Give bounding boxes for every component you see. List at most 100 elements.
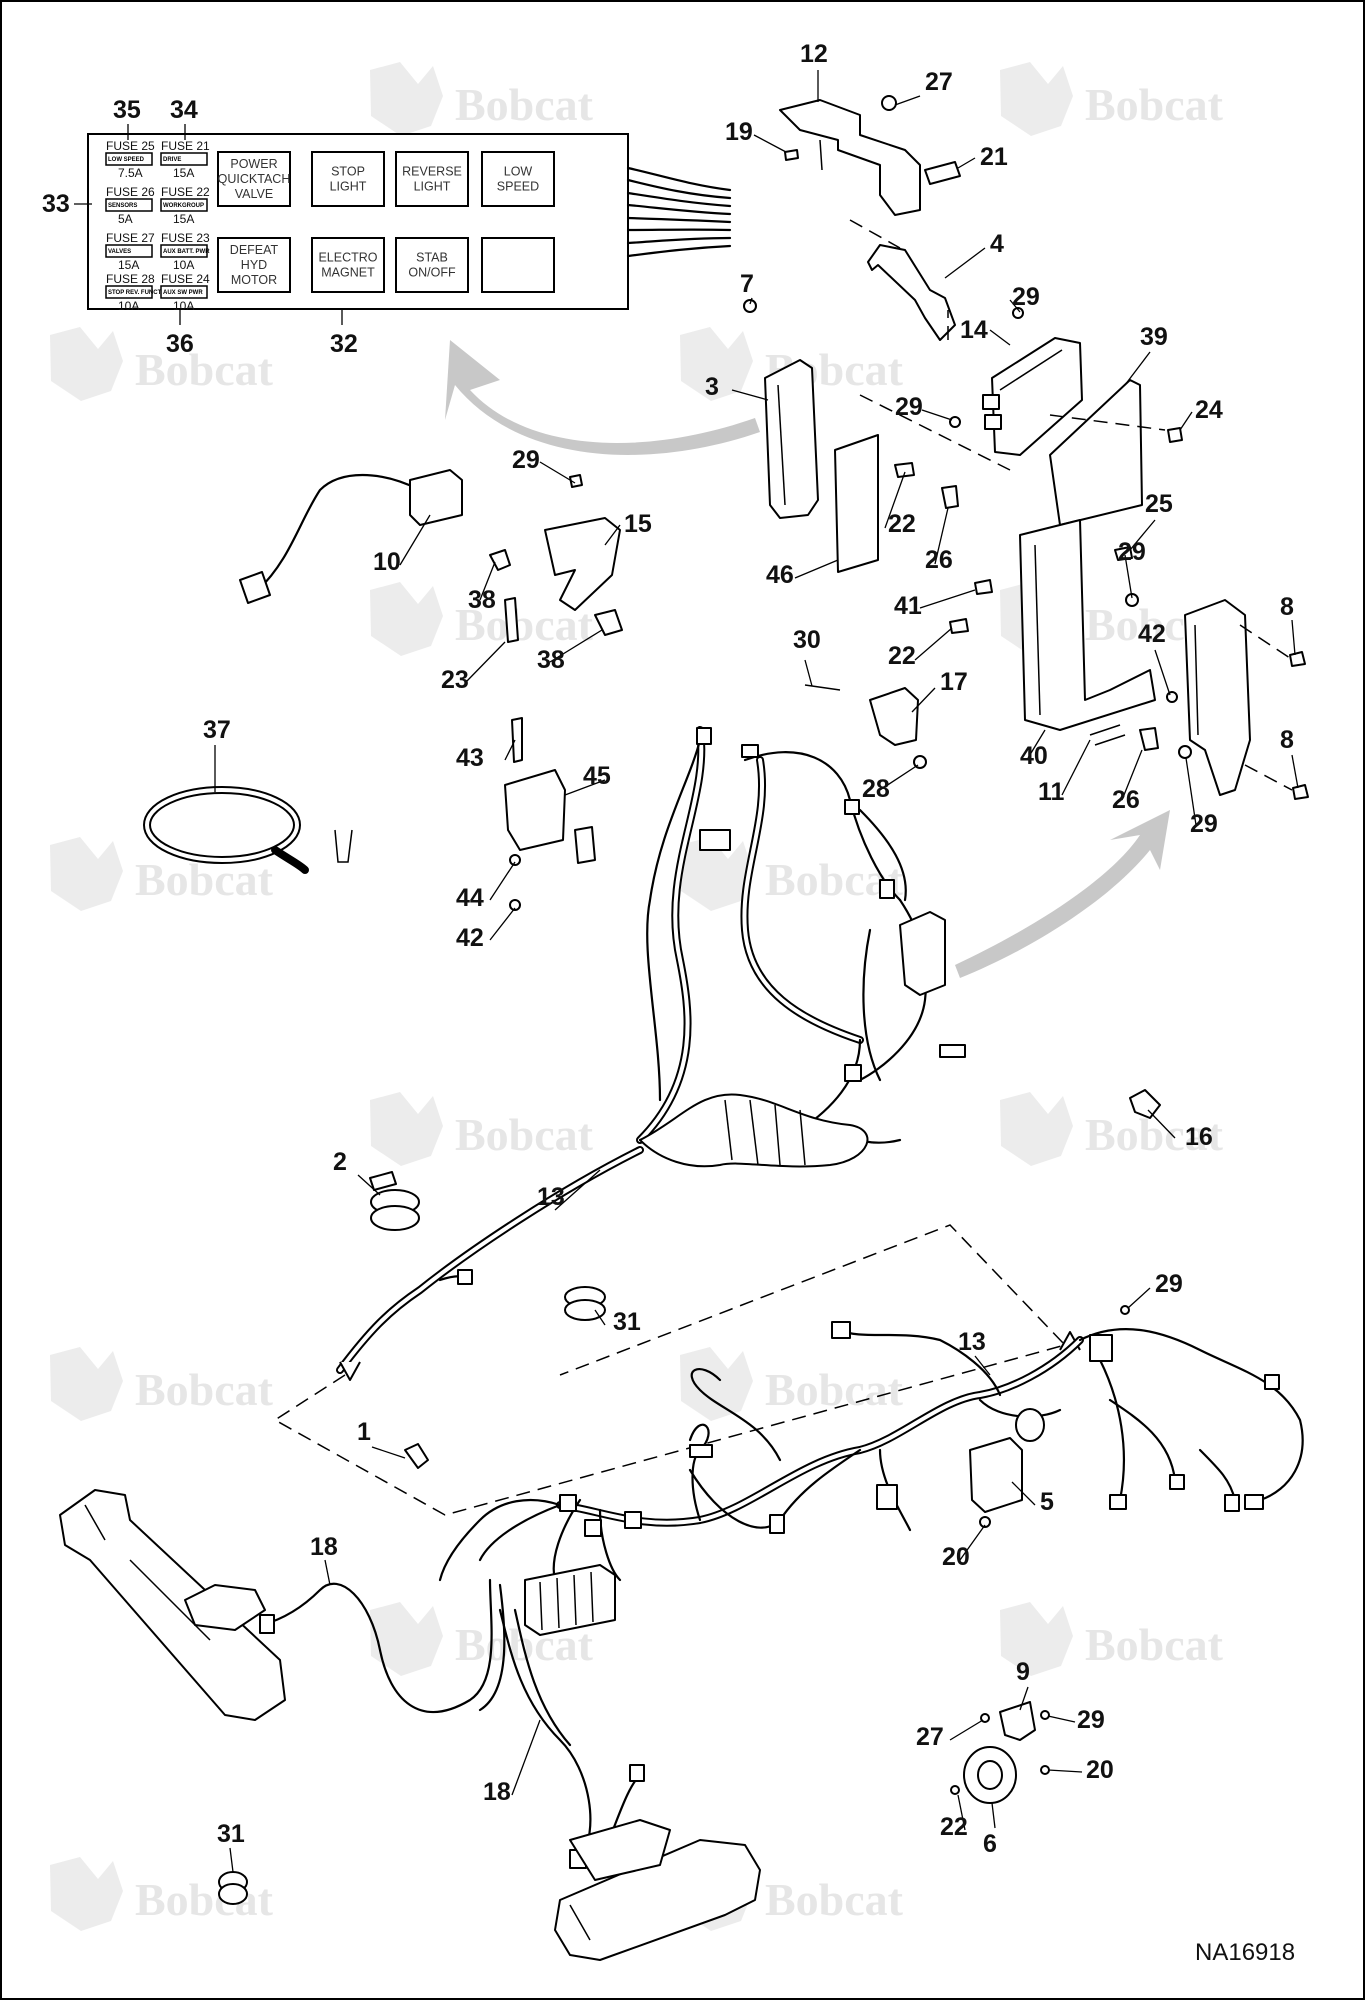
callout-13: 13: [537, 1183, 565, 1211]
callout-9: 9: [1016, 1658, 1030, 1686]
cover-3: [764, 359, 819, 519]
svg-text:AUX BATT. PWR: AUX BATT. PWR: [163, 249, 210, 255]
callout-26: 26: [925, 546, 953, 574]
callout-23: 23: [441, 666, 469, 694]
svg-text:ON/OFF: ON/OFF: [408, 266, 456, 280]
callout-42: 42: [1138, 620, 1166, 648]
svg-text:LOW SPEED: LOW SPEED: [108, 157, 145, 163]
connector-f: [939, 1044, 966, 1058]
watermark-text: Bobcat: [135, 1364, 274, 1415]
watermark-text: Bobcat: [135, 344, 274, 395]
detail-arrow-controller: [955, 810, 1170, 978]
screw-20: [979, 1516, 991, 1528]
callout-1: 1: [357, 1418, 371, 1446]
drawing-code: NA16918: [1195, 1939, 1295, 1966]
connector-m: [1264, 1374, 1280, 1390]
svg-text:15A: 15A: [118, 258, 139, 272]
watermark-text: Bobcat: [135, 1874, 274, 1925]
callout-29: 29: [1077, 1706, 1105, 1734]
svg-text:SPEED: SPEED: [497, 180, 539, 194]
lower-harness: [438, 1305, 1304, 1636]
callout-29: 29: [1118, 538, 1146, 566]
bolt-21: [924, 161, 961, 185]
callout-46: 46: [766, 561, 794, 589]
callout-13: 13: [958, 1328, 986, 1356]
callout-36: 36: [166, 330, 194, 358]
connector-s: [624, 1511, 642, 1529]
harness-module: [899, 911, 946, 996]
bolt-23: [504, 597, 519, 643]
callout-4: 4: [990, 230, 1004, 258]
round-connector: [1015, 1408, 1045, 1442]
svg-text:15A: 15A: [173, 212, 194, 226]
callout-40: 40: [1020, 742, 1048, 770]
callout-22: 22: [888, 642, 916, 670]
callout-11: 11: [1038, 778, 1065, 806]
screw-19: [784, 149, 799, 161]
washer-44: [509, 854, 521, 866]
watermark-text: Bobcat: [765, 1364, 904, 1415]
svg-text:FUSE 25: FUSE 25: [106, 139, 155, 153]
callout-10: 10: [373, 548, 401, 576]
callout-34: 34: [170, 96, 198, 124]
nut-8b: [1292, 784, 1309, 800]
plate-39: [1049, 379, 1143, 526]
svg-text:7.5A: 7.5A: [118, 166, 143, 180]
horn-bracket-9: [999, 1701, 1036, 1741]
ring-38: [489, 549, 511, 571]
callout-38: 38: [537, 646, 565, 674]
svg-text:FUSE 24: FUSE 24: [161, 272, 210, 286]
connector-i: [1244, 1494, 1264, 1510]
connector-g: [844, 1064, 862, 1082]
watermark-text: Bobcat: [1085, 79, 1224, 130]
callout-20: 20: [1086, 1756, 1114, 1784]
nut-29b: [949, 416, 961, 428]
mounting-bracket: [1019, 519, 1156, 731]
callout-39: 39: [1140, 323, 1168, 351]
callout-42: 42: [456, 924, 484, 952]
callout-43: 43: [456, 744, 484, 772]
callout-18: 18: [310, 1533, 338, 1561]
svg-text:STAB: STAB: [416, 251, 448, 265]
connector-q: [769, 1514, 785, 1534]
svg-text:10A: 10A: [173, 258, 194, 272]
nut-29e: [569, 474, 583, 488]
bolt-24: [1167, 427, 1183, 443]
controller-14: [991, 337, 1083, 456]
module-5: [969, 1437, 1023, 1513]
svg-text:STOP: STOP: [331, 165, 365, 179]
connector-r: [584, 1519, 602, 1537]
cylinder-sensor: [184, 1584, 266, 1631]
svg-text:10A: 10A: [118, 299, 139, 313]
clip-16: [1129, 1089, 1161, 1119]
callout-8: 8: [1280, 593, 1294, 621]
callout-29: 29: [1155, 1270, 1183, 1298]
callout-20: 20: [942, 1543, 970, 1571]
watermark-text: Bobcat: [1085, 1619, 1224, 1670]
bolt-43: [511, 717, 523, 763]
cylinder-sensor-b: [569, 1819, 671, 1881]
callout-8: 8: [1280, 726, 1294, 754]
callout-25: 25: [1145, 490, 1173, 518]
svg-text:STOP REV. FUNCTIONS: STOP REV. FUNCTIONS: [108, 290, 176, 296]
ring-38b: [594, 609, 623, 636]
callout-33: 33: [42, 190, 70, 218]
callout-12: 12: [800, 40, 828, 68]
callout-32: 32: [330, 330, 358, 358]
callout-45: 45: [583, 762, 611, 790]
callout-29: 29: [1190, 810, 1218, 838]
callout-37: 37: [203, 716, 231, 744]
callout-21: 21: [980, 143, 1008, 171]
connector-b: [741, 744, 759, 758]
connector-d: [879, 879, 895, 899]
nut-8: [1289, 651, 1306, 667]
svg-text:DRIVE: DRIVE: [163, 157, 181, 163]
callout-38: 38: [468, 586, 496, 614]
bolt-22: [894, 462, 915, 478]
